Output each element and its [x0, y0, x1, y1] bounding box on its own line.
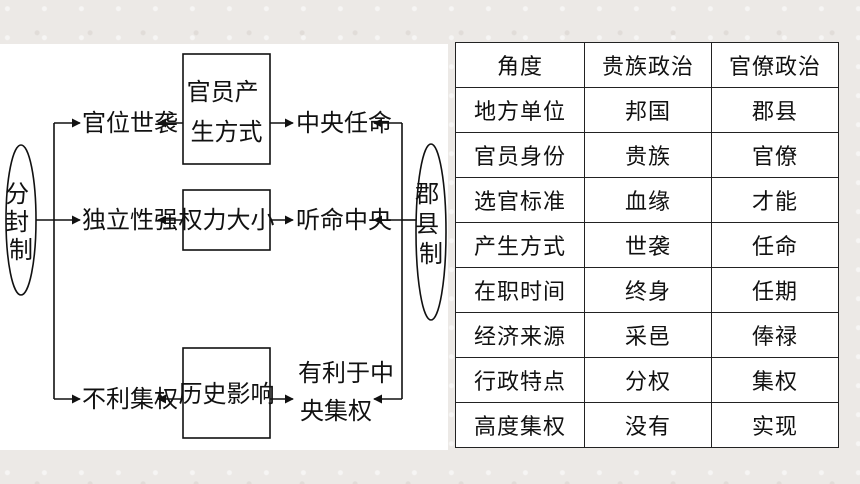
table-cell: 行政特点 [455, 357, 585, 403]
table-row: 经济来源采邑俸禄 [455, 312, 839, 358]
box-official-origin [182, 53, 271, 165]
table-header-cell: 贵族政治 [584, 42, 712, 88]
table-cell: 采邑 [584, 312, 712, 358]
right-label-appointed: 中央任命 [296, 109, 392, 137]
table-cell: 血缘 [584, 177, 712, 223]
left-label-decentralized: 不利集权 [82, 385, 178, 413]
box-impact-text: 历史影响 [179, 380, 275, 408]
box-official-origin-text: 官员产 生方式 [187, 78, 267, 146]
table-row: 地方单位邦国郡县 [455, 87, 839, 133]
right-label-obey: 听命中央 [296, 206, 392, 234]
left-label-independent: 独立性强 [82, 206, 178, 234]
table-row: 在职时间终身任期 [455, 267, 839, 313]
box-power-text: 权力大小 [179, 206, 275, 234]
box-power [182, 189, 271, 251]
table-header-cell: 官僚政治 [711, 42, 839, 88]
table-cell: 分权 [584, 357, 712, 403]
table-cell: 在职时间 [455, 267, 585, 313]
table-cell: 任命 [711, 222, 839, 268]
table-row: 高度集权没有实现 [455, 402, 839, 448]
junxian-label: 郡 县 制 [415, 180, 447, 268]
table-body: 地方单位邦国郡县官员身份贵族官僚选官标准血缘才能产生方式世袭任命在职时间终身任期… [455, 87, 839, 448]
comparison-diagram: 分 封 制 郡 县 制 官员产 生方式 权力大小 [5, 53, 447, 439]
table-header-cell: 角度 [455, 42, 585, 88]
junxian-oval [415, 143, 447, 321]
table-cell: 没有 [584, 402, 712, 448]
table-row: 行政特点分权集权 [455, 357, 839, 403]
table-cell: 世袭 [584, 222, 712, 268]
comparison-table: 角度 贵族政治 官僚政治 地方单位邦国郡县官员身份贵族官僚选官标准血缘才能产生方… [455, 42, 839, 448]
table-cell: 高度集权 [455, 402, 585, 448]
left-label-hereditary: 官位世袭 [82, 109, 178, 137]
table-row: 产生方式世袭任命 [455, 222, 839, 268]
table-cell: 官僚 [711, 132, 839, 178]
table-cell: 贵族 [584, 132, 712, 178]
table-cell: 郡县 [711, 87, 839, 133]
table-cell: 产生方式 [455, 222, 585, 268]
fengjian-label: 分 封 制 [5, 180, 37, 264]
table-cell: 地方单位 [455, 87, 585, 133]
right-label-centralize: 有利于中 央集权 [298, 359, 402, 425]
table-row: 官员身份贵族官僚 [455, 132, 839, 178]
left-bracket [36, 118, 81, 404]
table-cell: 任期 [711, 267, 839, 313]
table-cell: 邦国 [584, 87, 712, 133]
table-cell: 集权 [711, 357, 839, 403]
table-cell: 俸禄 [711, 312, 839, 358]
table-cell: 官员身份 [455, 132, 585, 178]
table-cell: 经济来源 [455, 312, 585, 358]
table-cell: 实现 [711, 402, 839, 448]
table-header-row: 角度 贵族政治 官僚政治 [455, 42, 839, 88]
table-cell: 才能 [711, 177, 839, 223]
right-bracket [373, 118, 416, 404]
box-arrows [157, 118, 294, 404]
table-cell: 终身 [584, 267, 712, 313]
table-row: 选官标准血缘才能 [455, 177, 839, 223]
box-impact [182, 347, 271, 439]
table-cell: 选官标准 [455, 177, 585, 223]
